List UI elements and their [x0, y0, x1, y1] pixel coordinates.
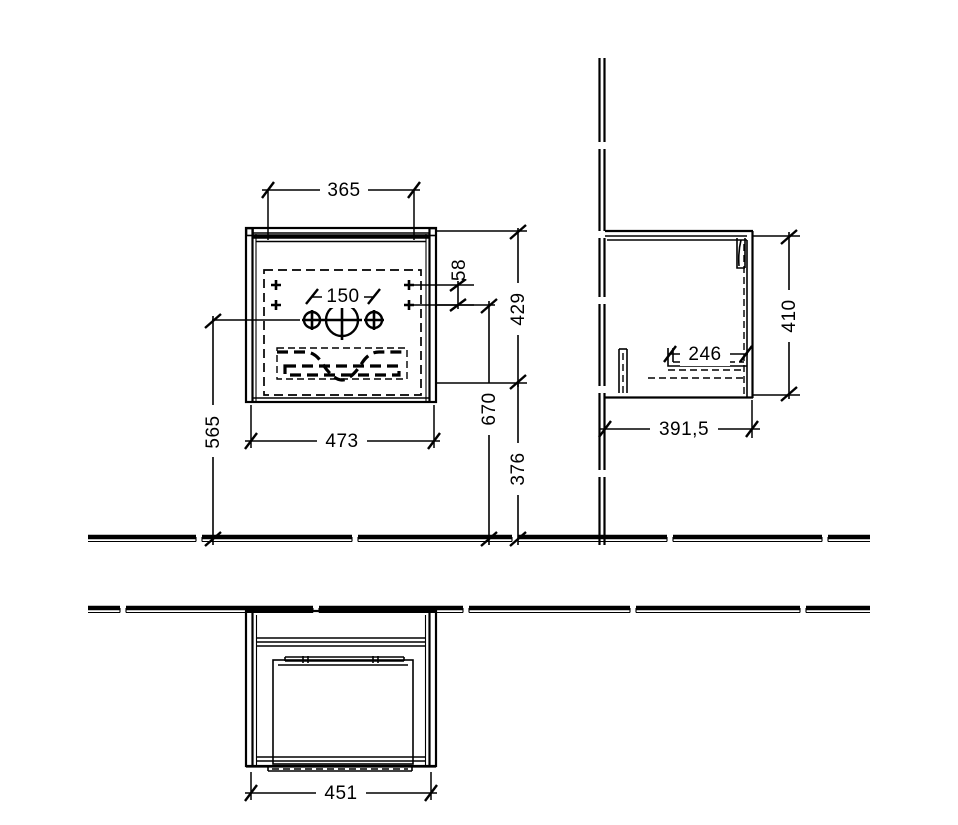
dim-246-label: 246 [688, 344, 721, 365]
dim-473-label: 473 [325, 431, 358, 452]
dim-429: 429 [436, 224, 530, 390]
dim-451: 451 [244, 772, 438, 805]
front-top-right-block [428, 227, 437, 237]
tap-hole-left [302, 310, 322, 330]
dim-410: 410 [753, 229, 801, 402]
dim-391-5: 391,5 [598, 400, 760, 441]
dim-246: 246 [663, 342, 753, 366]
dim-376-label: 376 [508, 452, 529, 485]
plan-view [244, 609, 438, 772]
dim-565: 565 [201, 313, 300, 547]
dim-451-label: 451 [324, 783, 357, 804]
tap-hole-right [364, 310, 384, 330]
dim-565-label: 565 [203, 415, 224, 448]
plan-inner-box [272, 659, 414, 765]
dim-410-label: 410 [779, 299, 800, 332]
front-siphon-curve [277, 350, 407, 382]
floor-line-lower [88, 605, 870, 614]
front-lower-bar [283, 364, 401, 377]
dim-670-label: 670 [479, 392, 500, 425]
floor-line-upper [88, 534, 870, 543]
plan-handle-rail [284, 656, 405, 663]
dim-429-label: 429 [508, 292, 529, 325]
front-elevation-view [244, 226, 438, 404]
front-mounting-marks [271, 280, 414, 310]
dim-150: 150 [305, 286, 381, 308]
dim-150-label: 150 [326, 286, 359, 307]
dim-473: 473 [244, 405, 441, 453]
dim-58-label: 58 [449, 259, 470, 281]
front-hidden-body [263, 269, 422, 396]
side-hinge [736, 238, 746, 269]
dim-376: 376 [506, 383, 530, 547]
front-top-left-block [245, 227, 254, 237]
dim-670: 670 [436, 298, 501, 547]
dim-365-label: 365 [327, 180, 360, 201]
dim-391-5-label: 391,5 [659, 419, 709, 440]
dim-365: 365 [261, 178, 421, 240]
side-left-bracket [618, 348, 628, 393]
front-cabinet-outline [244, 226, 438, 404]
